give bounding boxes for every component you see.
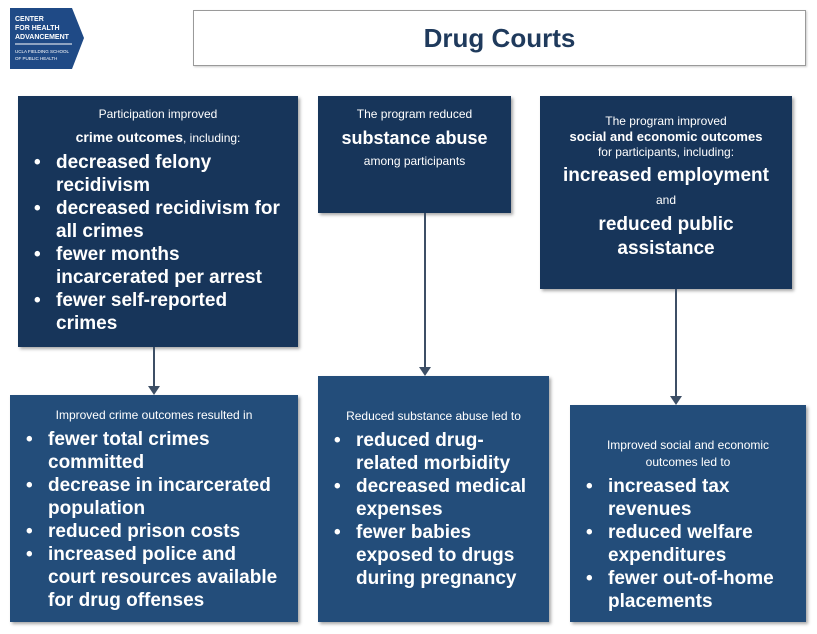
logo: CENTER FOR HEALTH ADVANCEMENT UCLA FIELD… xyxy=(10,8,84,69)
svg-text:UCLA FIELDING SCHOOL: UCLA FIELDING SCHOOL xyxy=(15,49,70,54)
arrow-down-icon xyxy=(670,289,682,405)
outcome-item: reduced public assistance xyxy=(598,214,734,259)
list-item: decreased medical expenses xyxy=(334,475,539,521)
svg-text:CENTER: CENTER xyxy=(15,16,44,23)
page-title: Drug Courts xyxy=(423,22,576,53)
list-item: fewer babies exposed to drugs during pre… xyxy=(334,521,539,590)
list-item: fewer out-of-home placements xyxy=(586,567,796,613)
box-suffix: , including: xyxy=(183,131,241,145)
box-intro: Participation improved xyxy=(98,107,218,121)
list-item: fewer total crimes committed xyxy=(26,428,288,474)
box-suffix: among participants xyxy=(363,154,466,168)
conjunction: and xyxy=(655,193,677,207)
social-results-box: Improved social and economic outcomes le… xyxy=(570,405,806,622)
list-item: decreased recidivism for all crimes xyxy=(34,197,288,243)
box-emphasis: substance abuse xyxy=(341,128,488,148)
list-item: reduced welfare expenditures xyxy=(586,521,796,567)
substance-results-list: reduced drug-related morbidity decreased… xyxy=(328,429,539,590)
social-economic-box: The program improved social and economic… xyxy=(540,96,792,289)
list-item: reduced drug-related morbidity xyxy=(334,429,539,475)
box-emphasis: crime outcomes xyxy=(75,129,183,145)
crime-results-list: fewer total crimes committed decrease in… xyxy=(20,428,288,612)
box-intro: The program improved xyxy=(605,114,727,128)
box-intro: Improved crime outcomes resulted in xyxy=(55,408,253,422)
substance-abuse-box: The program reduced substance abuse amon… xyxy=(318,96,511,213)
crime-results-box: Improved crime outcomes resulted in fewe… xyxy=(10,395,298,622)
list-item: decreased felony recidivism xyxy=(34,151,288,197)
svg-text:FOR HEALTH: FOR HEALTH xyxy=(15,25,60,32)
box-intro: Improved social and economic outcomes le… xyxy=(606,438,770,469)
crime-outcomes-list: decreased felony recidivism decreased re… xyxy=(28,151,288,335)
title-box: Drug Courts xyxy=(193,10,806,66)
list-item: reduced prison costs xyxy=(26,520,288,543)
list-item: decrease in incarcerated population xyxy=(26,474,288,520)
list-item: increased tax revenues xyxy=(586,475,796,521)
list-item: fewer months incarcerated per arrest xyxy=(34,243,288,289)
box-intro: Reduced substance abuse led to xyxy=(346,409,521,423)
svg-text:OF PUBLIC HEALTH: OF PUBLIC HEALTH xyxy=(15,56,57,61)
social-results-list: increased tax revenues reduced welfare e… xyxy=(580,475,796,613)
arrow-down-icon xyxy=(419,213,431,376)
svg-text:ADVANCEMENT: ADVANCEMENT xyxy=(15,34,70,41)
list-item: fewer self-reported crimes xyxy=(34,289,288,335)
arrow-down-icon xyxy=(148,347,160,395)
box-suffix: for participants, including: xyxy=(597,145,735,159)
crime-outcomes-box: Participation improved crime outcomes, i… xyxy=(18,96,298,347)
list-item: increased police and court resources ava… xyxy=(26,543,288,612)
box-intro: The program reduced xyxy=(356,107,473,121)
outcome-item: increased employment xyxy=(563,165,769,186)
substance-results-box: Reduced substance abuse led to reduced d… xyxy=(318,376,549,622)
box-emphasis: social and economic outcomes xyxy=(569,129,763,144)
